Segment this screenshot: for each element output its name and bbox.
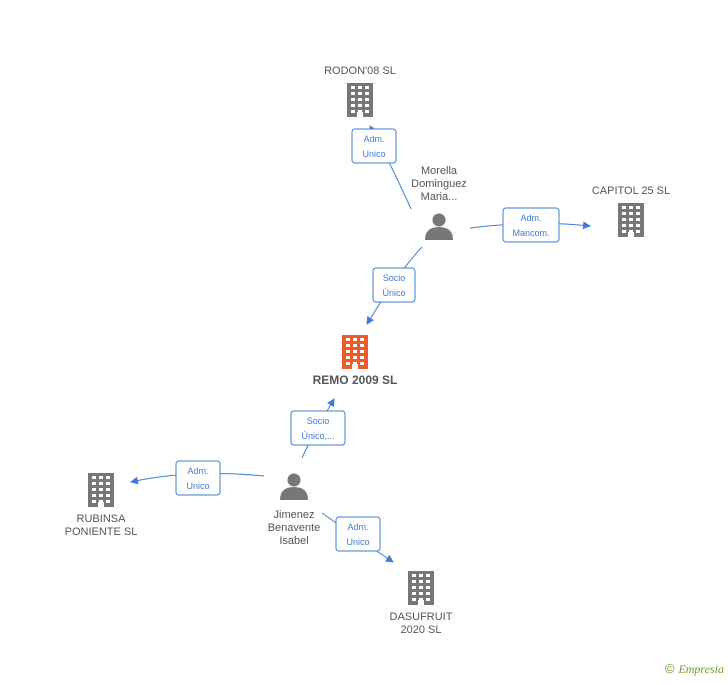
node-capitol[interactable]: CAPITOL 25 SL: [592, 185, 670, 237]
relation-label-text: Socio: [307, 416, 330, 426]
person-icon: [425, 213, 453, 240]
relation-label-text: Unico: [346, 537, 369, 547]
node-remo[interactable]: REMO 2009 SL: [313, 335, 398, 387]
brand-credit: ©Empresia: [665, 661, 724, 677]
node-label: PONIENTE SL: [65, 526, 138, 538]
relation-label-text: Adm.: [187, 466, 208, 476]
building-icon: [618, 203, 644, 237]
relation-label-text: Socio: [383, 273, 406, 283]
node-label: RUBINSA: [77, 513, 127, 525]
node-label: DASUFRUIT: [390, 611, 453, 623]
relation-label-text: Unico: [186, 481, 209, 491]
building-icon: [88, 473, 114, 507]
copyright-icon: ©: [664, 661, 675, 676]
node-label: REMO 2009 SL: [313, 373, 398, 387]
node-label: RODON'08 SL: [324, 65, 396, 77]
edge-jimenez-to-dasufruit: Adm. Unico: [321, 512, 394, 563]
edge-jimenez-to-remo: SocioÚnico,...: [290, 398, 346, 459]
relation-label-box[interactable]: [351, 128, 397, 164]
node-label: Morella: [421, 165, 458, 177]
building-icon: [342, 335, 368, 369]
relation-label-box[interactable]: [290, 410, 346, 446]
relation-label-box[interactable]: [175, 460, 221, 496]
node-label: 2020 SL: [401, 624, 442, 636]
relation-label-text: Único,...: [301, 431, 334, 441]
edge-morella-to-rodon: Adm. Unico: [351, 125, 412, 210]
person-icon: [280, 473, 308, 500]
building-icon: [408, 571, 434, 605]
node-rodon[interactable]: RODON'08 SL: [324, 65, 396, 117]
relation-label-text: Adm.: [347, 522, 368, 532]
node-label: Jimenez: [274, 509, 315, 521]
node-label: Isabel: [279, 535, 308, 547]
node-label: Maria...: [421, 191, 458, 203]
relation-label-text: Adm.: [363, 134, 384, 144]
node-label: Dominguez: [411, 178, 467, 190]
node-morella[interactable]: MorellaDominguezMaria...: [411, 165, 467, 240]
brand-name: Empresia: [678, 662, 724, 676]
node-label: Benavente: [268, 522, 321, 534]
relation-label-text: Mancom.: [512, 228, 549, 238]
relation-label-box[interactable]: [502, 207, 560, 243]
node-label: CAPITOL 25 SL: [592, 185, 670, 197]
relation-label-text: Único: [382, 288, 405, 298]
relation-label-box[interactable]: [372, 267, 416, 303]
relation-label-box[interactable]: [335, 516, 381, 552]
building-icon: [347, 83, 373, 117]
edge-jimenez-to-rubinsa: Adm. Unico: [130, 460, 265, 496]
relation-label-text: Adm.: [520, 213, 541, 223]
edge-morella-to-capitol: Adm. Mancom.: [469, 207, 591, 243]
relation-label-text: Unico: [362, 149, 385, 159]
